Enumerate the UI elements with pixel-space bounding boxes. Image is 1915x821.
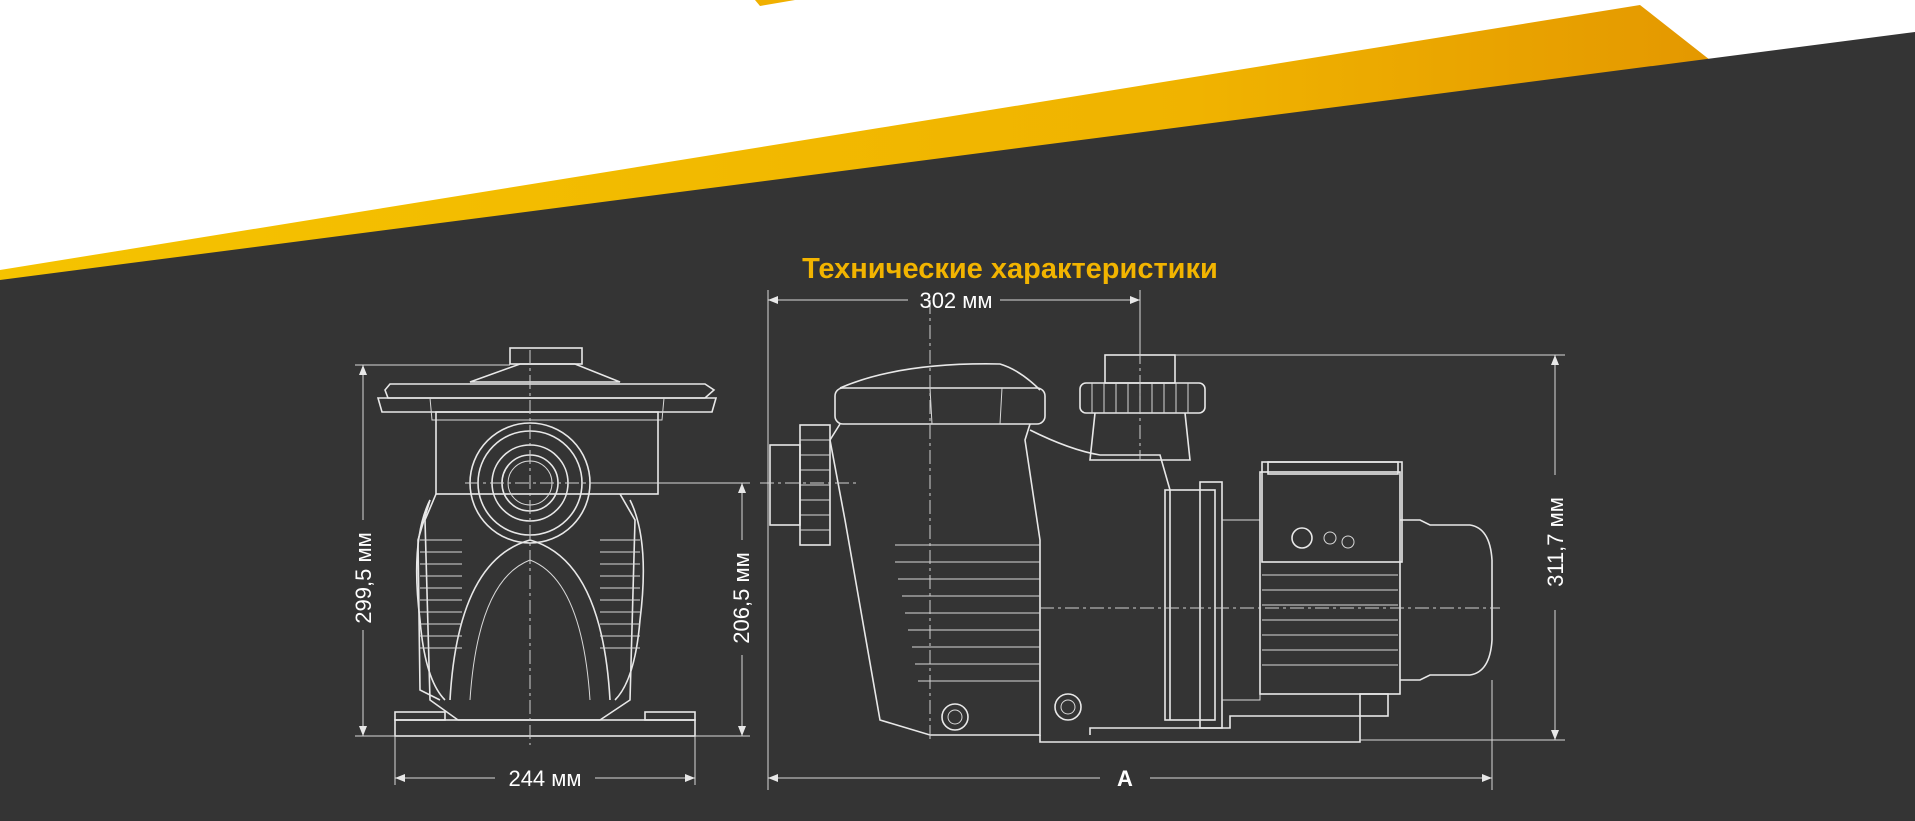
side-height-label: 311,7 мм	[1543, 497, 1568, 587]
section-title: Технические характеристики	[802, 253, 1218, 285]
top-accent-sliver	[755, 0, 795, 6]
front-total-height-label: 299,5 мм	[351, 532, 376, 623]
front-width-label: 244 мм	[508, 766, 581, 791]
dark-panel	[0, 32, 1915, 821]
front-dimension-lines	[355, 364, 750, 785]
side-length-label: A	[1117, 766, 1133, 791]
side-top-width-label: 302 мм	[919, 288, 992, 313]
pump-side-view	[760, 300, 1500, 743]
side-dimension-lines	[767, 290, 1565, 790]
pump-front-view	[376, 347, 718, 745]
front-inlet-height-label: 206,5 мм	[729, 552, 754, 643]
